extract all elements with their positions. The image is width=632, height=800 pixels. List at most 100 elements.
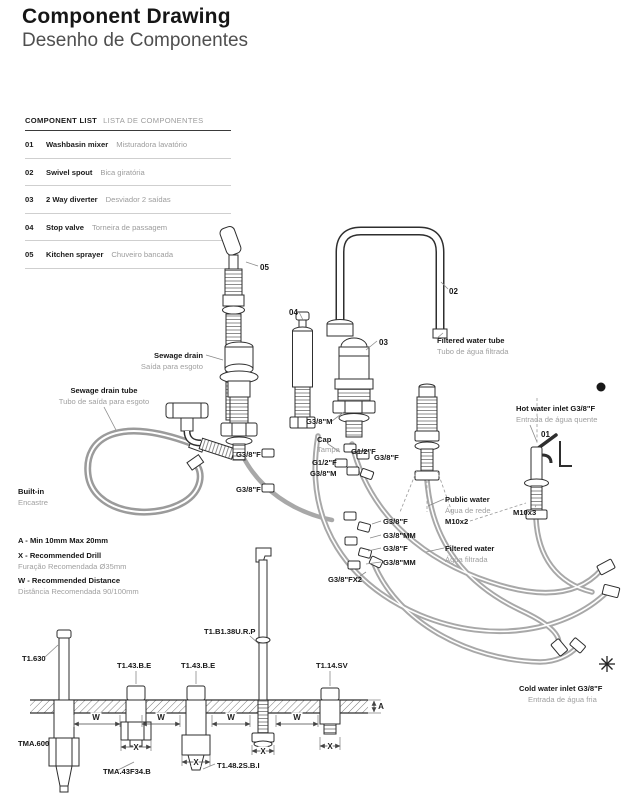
component-number: 03 xyxy=(25,195,34,205)
fitting-label: G1/2"F xyxy=(312,458,337,467)
sewage-drain-part xyxy=(219,341,259,461)
built-in-label-pt: Encastre xyxy=(18,498,48,507)
component-number: 02 xyxy=(25,167,34,177)
component-name-en: Kitchen sprayer xyxy=(46,250,104,260)
component-name-en: Swivel spout xyxy=(46,167,93,177)
component-list-title-en: COMPONENT LIST xyxy=(25,116,98,125)
component-list-row-04: 04 Stop valve Torneira de passagem xyxy=(25,214,231,242)
cold-water-inlet-label-pt: Entrada de água fria xyxy=(528,695,598,704)
fitting-label: G3/8"MM xyxy=(383,558,416,567)
fitting-label: G3/8"FX2 xyxy=(328,575,362,584)
component-name-pt: Desviador 2 saídas xyxy=(105,195,171,205)
allen-key-icon xyxy=(559,441,572,467)
product-code: T1.48.2S.B.I xyxy=(217,761,260,770)
component-list-row-02: 02 Swivel spout Bica giratória xyxy=(25,159,231,187)
hose-end-fitting xyxy=(569,637,586,654)
built-in-label-en: Built-in xyxy=(18,487,45,496)
hose-end-fitting xyxy=(550,638,568,657)
dim-a-label: A xyxy=(378,702,384,711)
part-number-02: 02 xyxy=(449,287,458,296)
component-number: 01 xyxy=(25,140,34,150)
component-name-pt: Chuveiro bancada xyxy=(111,250,174,260)
fitting-label: G3/8"M xyxy=(310,469,336,478)
component-name-pt: Misturadora lavatório xyxy=(116,140,188,150)
hose-end-fitting xyxy=(601,584,621,598)
dim-x-label: X xyxy=(133,743,139,752)
hot-water-tap-part xyxy=(524,433,572,520)
filtered-water-tube-label-pt: Tubo de água filtrada xyxy=(437,347,509,356)
part-number-05: 05 xyxy=(260,263,269,272)
note-x-en: X - Recommended Drill xyxy=(18,551,101,560)
component-name-pt: Torneira de passagem xyxy=(91,222,168,232)
fitting-label: G3/8"F xyxy=(236,450,261,459)
sewage-drain-tube-part xyxy=(84,427,206,516)
drain-fitting-part xyxy=(165,402,236,460)
fitting-label: M10x2 xyxy=(445,517,468,526)
part-number-01: 01 xyxy=(541,430,550,439)
filtered-water-tube-label-en: Filtered water tube xyxy=(437,336,505,345)
public-water-label-pt: Água de rede xyxy=(445,506,491,515)
hot-water-inlet-label-en: Hot water inlet G3/8"F xyxy=(516,404,595,413)
part-number-04: 04 xyxy=(289,308,298,317)
hot-water-dot-icon xyxy=(596,382,606,392)
public-water-label-en: Public water xyxy=(445,495,490,504)
sewage-drain-label-pt: Saída para esgoto xyxy=(141,362,203,371)
note-x-pt: Furação Recomendada Ø35mm xyxy=(18,562,126,571)
fitting-label: G3/8"F xyxy=(374,453,399,462)
mixer-body-part xyxy=(332,337,376,438)
cap-label-pt: Tampa xyxy=(317,445,341,454)
component-list-row-03: 03 2 Way diverter Desviador 2 saídas xyxy=(25,186,231,214)
cap-label-en: Cap xyxy=(317,435,332,444)
swivel-spout-part xyxy=(326,226,448,339)
product-code: T1.B1.38U.R.P xyxy=(204,627,256,636)
part-number-03: 03 xyxy=(379,338,388,347)
note-w-pt: Distância Recomendada 90/100mm xyxy=(18,587,139,596)
product-code: T1.630 xyxy=(22,654,46,663)
page-subtitle: Desenho de Componentes xyxy=(22,30,249,51)
fitting-label: G3/8"F xyxy=(383,544,408,553)
component-list-header: COMPONENT LIST LISTA DE COMPONENTES xyxy=(25,113,231,132)
dim-w-label: W xyxy=(293,713,301,722)
cold-snowflake-icon xyxy=(599,656,615,672)
component-list: COMPONENT LIST LISTA DE COMPONENTES 01 W… xyxy=(25,113,231,269)
stop-valve-part xyxy=(289,311,316,429)
product-code: TMA.600 xyxy=(18,739,49,748)
component-name-pt: Bica giratória xyxy=(100,167,145,177)
filter-cartridge-part xyxy=(414,383,440,481)
cold-water-inlet-label-en: Cold water inlet G3/8"F xyxy=(519,684,603,693)
dim-x-label: X xyxy=(193,758,199,767)
fitting-label: G1/2"F xyxy=(351,447,376,456)
fixture-t1630 xyxy=(48,629,80,793)
hose-end-fitting xyxy=(596,558,616,576)
product-code: TMA.43F34.B xyxy=(103,767,151,776)
product-code: T1.14.SV xyxy=(316,661,349,670)
dim-w-label: W xyxy=(227,713,235,722)
dim-x-label: X xyxy=(327,742,333,751)
dimension-lines xyxy=(73,699,381,766)
page-title: Component Drawing xyxy=(22,5,231,28)
fitting-label: G3/8"F xyxy=(383,517,408,526)
fitting-label: G3/8"M xyxy=(306,417,332,426)
filtered-water-label-pt: Água filtrada xyxy=(445,555,488,564)
dim-x-label: X xyxy=(260,747,266,756)
fitting-nuts xyxy=(261,443,384,570)
fixture-t143be-1 xyxy=(120,685,152,747)
fitting-label: M10x3 xyxy=(513,508,536,517)
component-name-en: 2 Way diverter xyxy=(46,195,98,205)
sewage-drain-tube-label-en: Sewage drain tube xyxy=(70,386,137,395)
component-list-row-05: 05 Kitchen sprayer Chuveiro bancada xyxy=(25,241,231,269)
component-name-en: Washbasin mixer xyxy=(46,140,109,150)
filtered-water-label-en: Filtered water xyxy=(445,544,494,553)
fixture-t143be-2 xyxy=(181,685,211,771)
leader-lines xyxy=(43,261,538,771)
component-list-row-01: 01 Washbasin mixer Misturadora lavatório xyxy=(25,131,231,159)
dim-w-label: W xyxy=(157,713,165,722)
hot-water-inlet-label-pt: Entrada de água quente xyxy=(516,415,598,424)
sewage-drain-tube-label-pt: Tubo de saída para esgoto xyxy=(59,397,150,406)
fitting-label: G3/8"F xyxy=(236,485,261,494)
component-number: 05 xyxy=(25,250,34,260)
product-code: T1.43.B.E xyxy=(181,661,215,670)
product-code: T1.43.B.E xyxy=(117,661,151,670)
